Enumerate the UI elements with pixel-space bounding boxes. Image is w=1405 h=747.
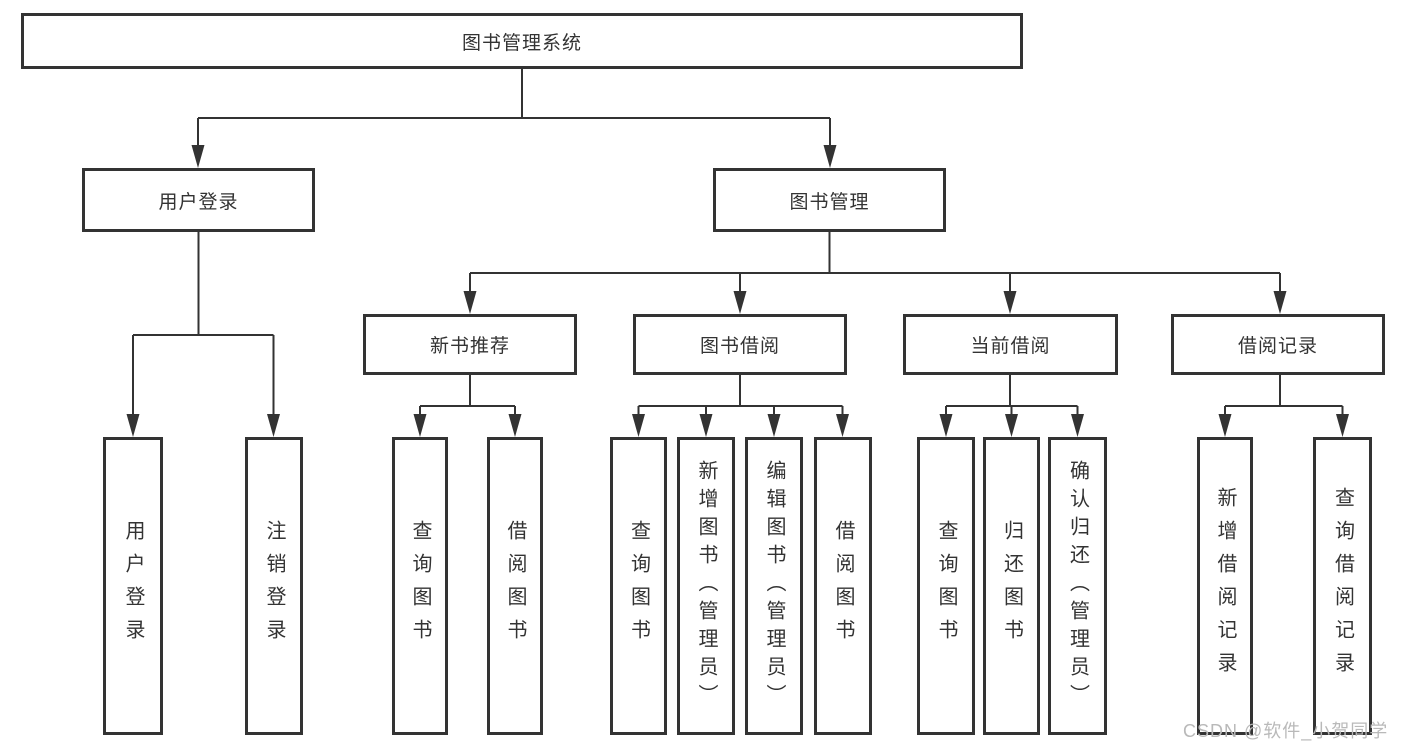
leaf-add-borrow-record: 新增借阅记录 xyxy=(1197,437,1253,735)
leaf-query-books-3: 查询图书 xyxy=(917,437,975,735)
leaf-add-book-admin: 新增图书（管理员） xyxy=(677,437,735,735)
node-current-borrowing: 当前借阅 xyxy=(903,314,1118,375)
node-new-book-recommendation: 新书推荐 xyxy=(363,314,577,375)
leaf-query-books-2: 查询图书 xyxy=(610,437,667,735)
node-book-borrowing: 图书借阅 xyxy=(633,314,847,375)
leaf-borrow-books-2: 借阅图书 xyxy=(814,437,872,735)
leaf-user-login: 用户登录 xyxy=(103,437,163,735)
node-borrowing-records: 借阅记录 xyxy=(1171,314,1385,375)
leaf-query-borrow-record: 查询借阅记录 xyxy=(1313,437,1372,735)
node-book-management: 图书管理 xyxy=(713,168,946,232)
leaf-logout: 注销登录 xyxy=(245,437,303,735)
leaf-borrow-books-1: 借阅图书 xyxy=(487,437,543,735)
node-library-management-system: 图书管理系统 xyxy=(21,13,1023,69)
leaf-confirm-return-admin: 确认归还（管理员） xyxy=(1048,437,1107,735)
leaf-edit-book-admin: 编辑图书（管理员） xyxy=(745,437,803,735)
leaf-return-books: 归还图书 xyxy=(983,437,1040,735)
leaf-query-books-1: 查询图书 xyxy=(392,437,448,735)
watermark: CSDN @软件_小贺同学 xyxy=(1183,721,1389,741)
node-user-login: 用户登录 xyxy=(82,168,315,232)
